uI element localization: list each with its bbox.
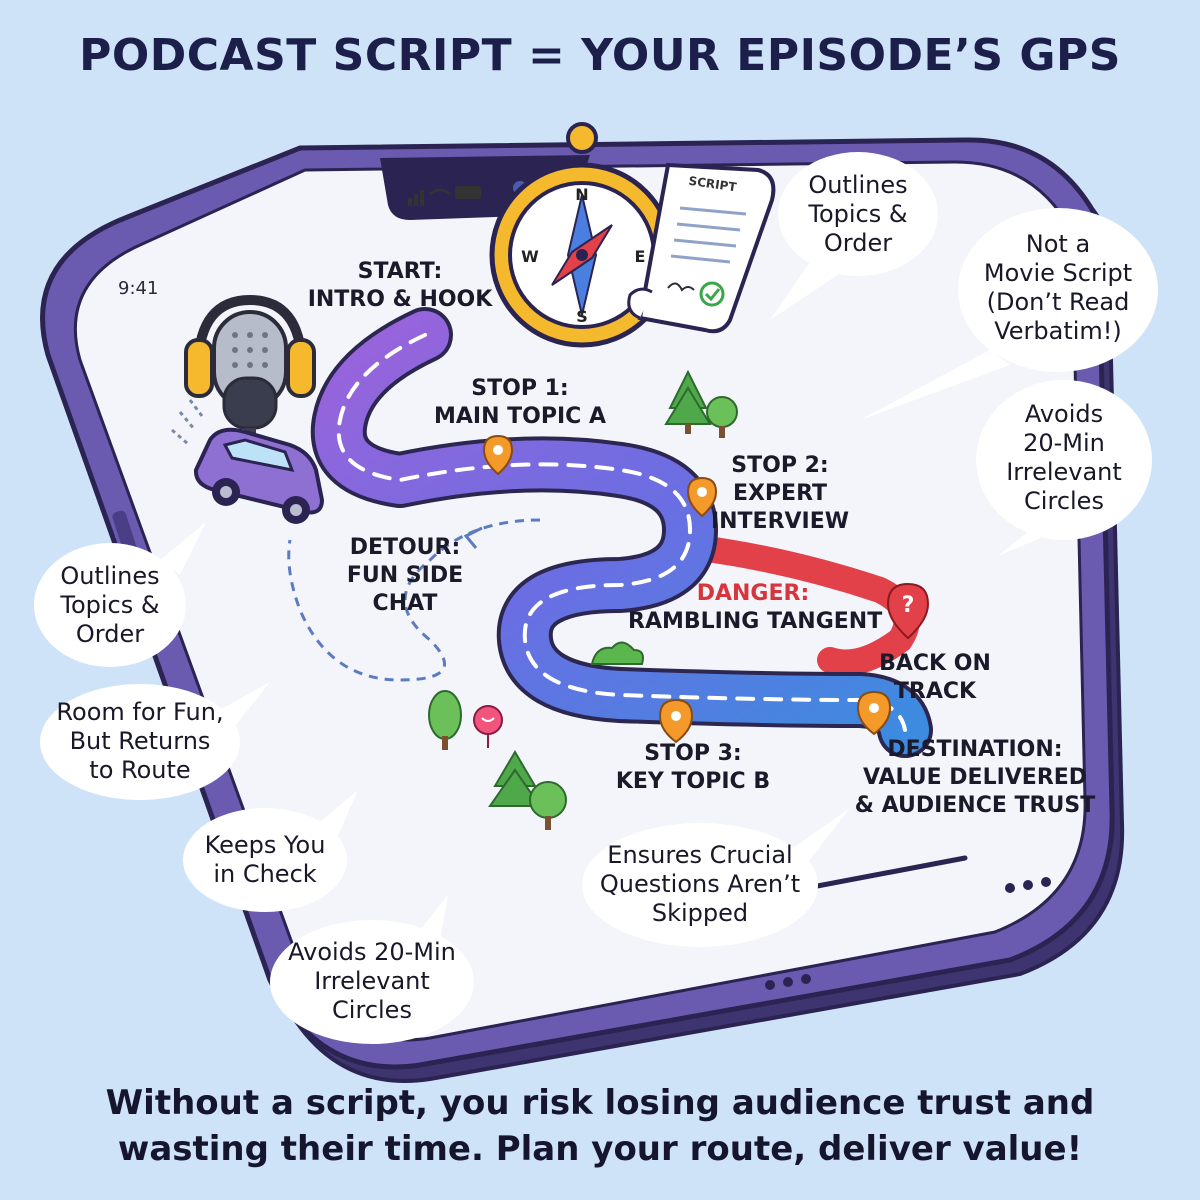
battery-icon	[455, 186, 481, 199]
compass-w: W	[521, 247, 539, 266]
label-stop1: STOP 1:MAIN TOPIC A	[433, 376, 607, 429]
heart-pin-icon	[473, 705, 503, 748]
svg-text:?: ?	[902, 593, 915, 618]
signal-icon	[408, 190, 424, 206]
car-icon	[171, 399, 325, 524]
bubble-top-right	[860, 208, 1158, 420]
tree-icon	[664, 369, 738, 438]
bubble-top-center	[770, 152, 938, 320]
microphone-headphones-icon	[184, 294, 316, 454]
script-scroll-icon: SCRIPT	[627, 162, 776, 334]
page-title: PODCAST SCRIPT = YOUR EPISODE’S GPS	[79, 30, 1121, 81]
pin-stop1	[482, 434, 514, 476]
label-danger: DANGER:RAMBLING TANGENT	[628, 581, 883, 634]
label-start: START:INTRO & HOOK	[307, 259, 493, 312]
wifi-icon	[429, 188, 451, 196]
compass-n: N	[575, 185, 588, 204]
scroll-label: SCRIPT	[688, 174, 738, 195]
footer-caption: Without a script, you risk losing audien…	[105, 1083, 1095, 1169]
label-stop3: STOP 3:KEY TOPIC B	[615, 741, 771, 794]
bubble-left1	[34, 522, 206, 667]
bubble-left2	[40, 682, 270, 800]
bubble-right	[976, 380, 1152, 556]
status-time: 9:41	[118, 278, 159, 299]
bubble-bottom-center	[582, 808, 850, 947]
label-destination: DESTINATION:VALUE DELIVERED& AUDIENCE TR…	[854, 737, 1096, 818]
pin-destination	[856, 690, 892, 736]
bubble-left3	[183, 790, 358, 912]
question-pin-icon: ?	[886, 582, 930, 640]
compass-icon: N S W E	[489, 122, 675, 348]
bush-icon	[590, 641, 644, 665]
pin-stop2	[686, 476, 718, 518]
bubble-left4	[270, 895, 474, 1044]
detour-path	[287, 518, 541, 682]
tree-icon	[428, 690, 567, 830]
compass-s: S	[576, 307, 588, 326]
compass-e: E	[635, 247, 646, 266]
pin-stop3	[658, 698, 694, 744]
